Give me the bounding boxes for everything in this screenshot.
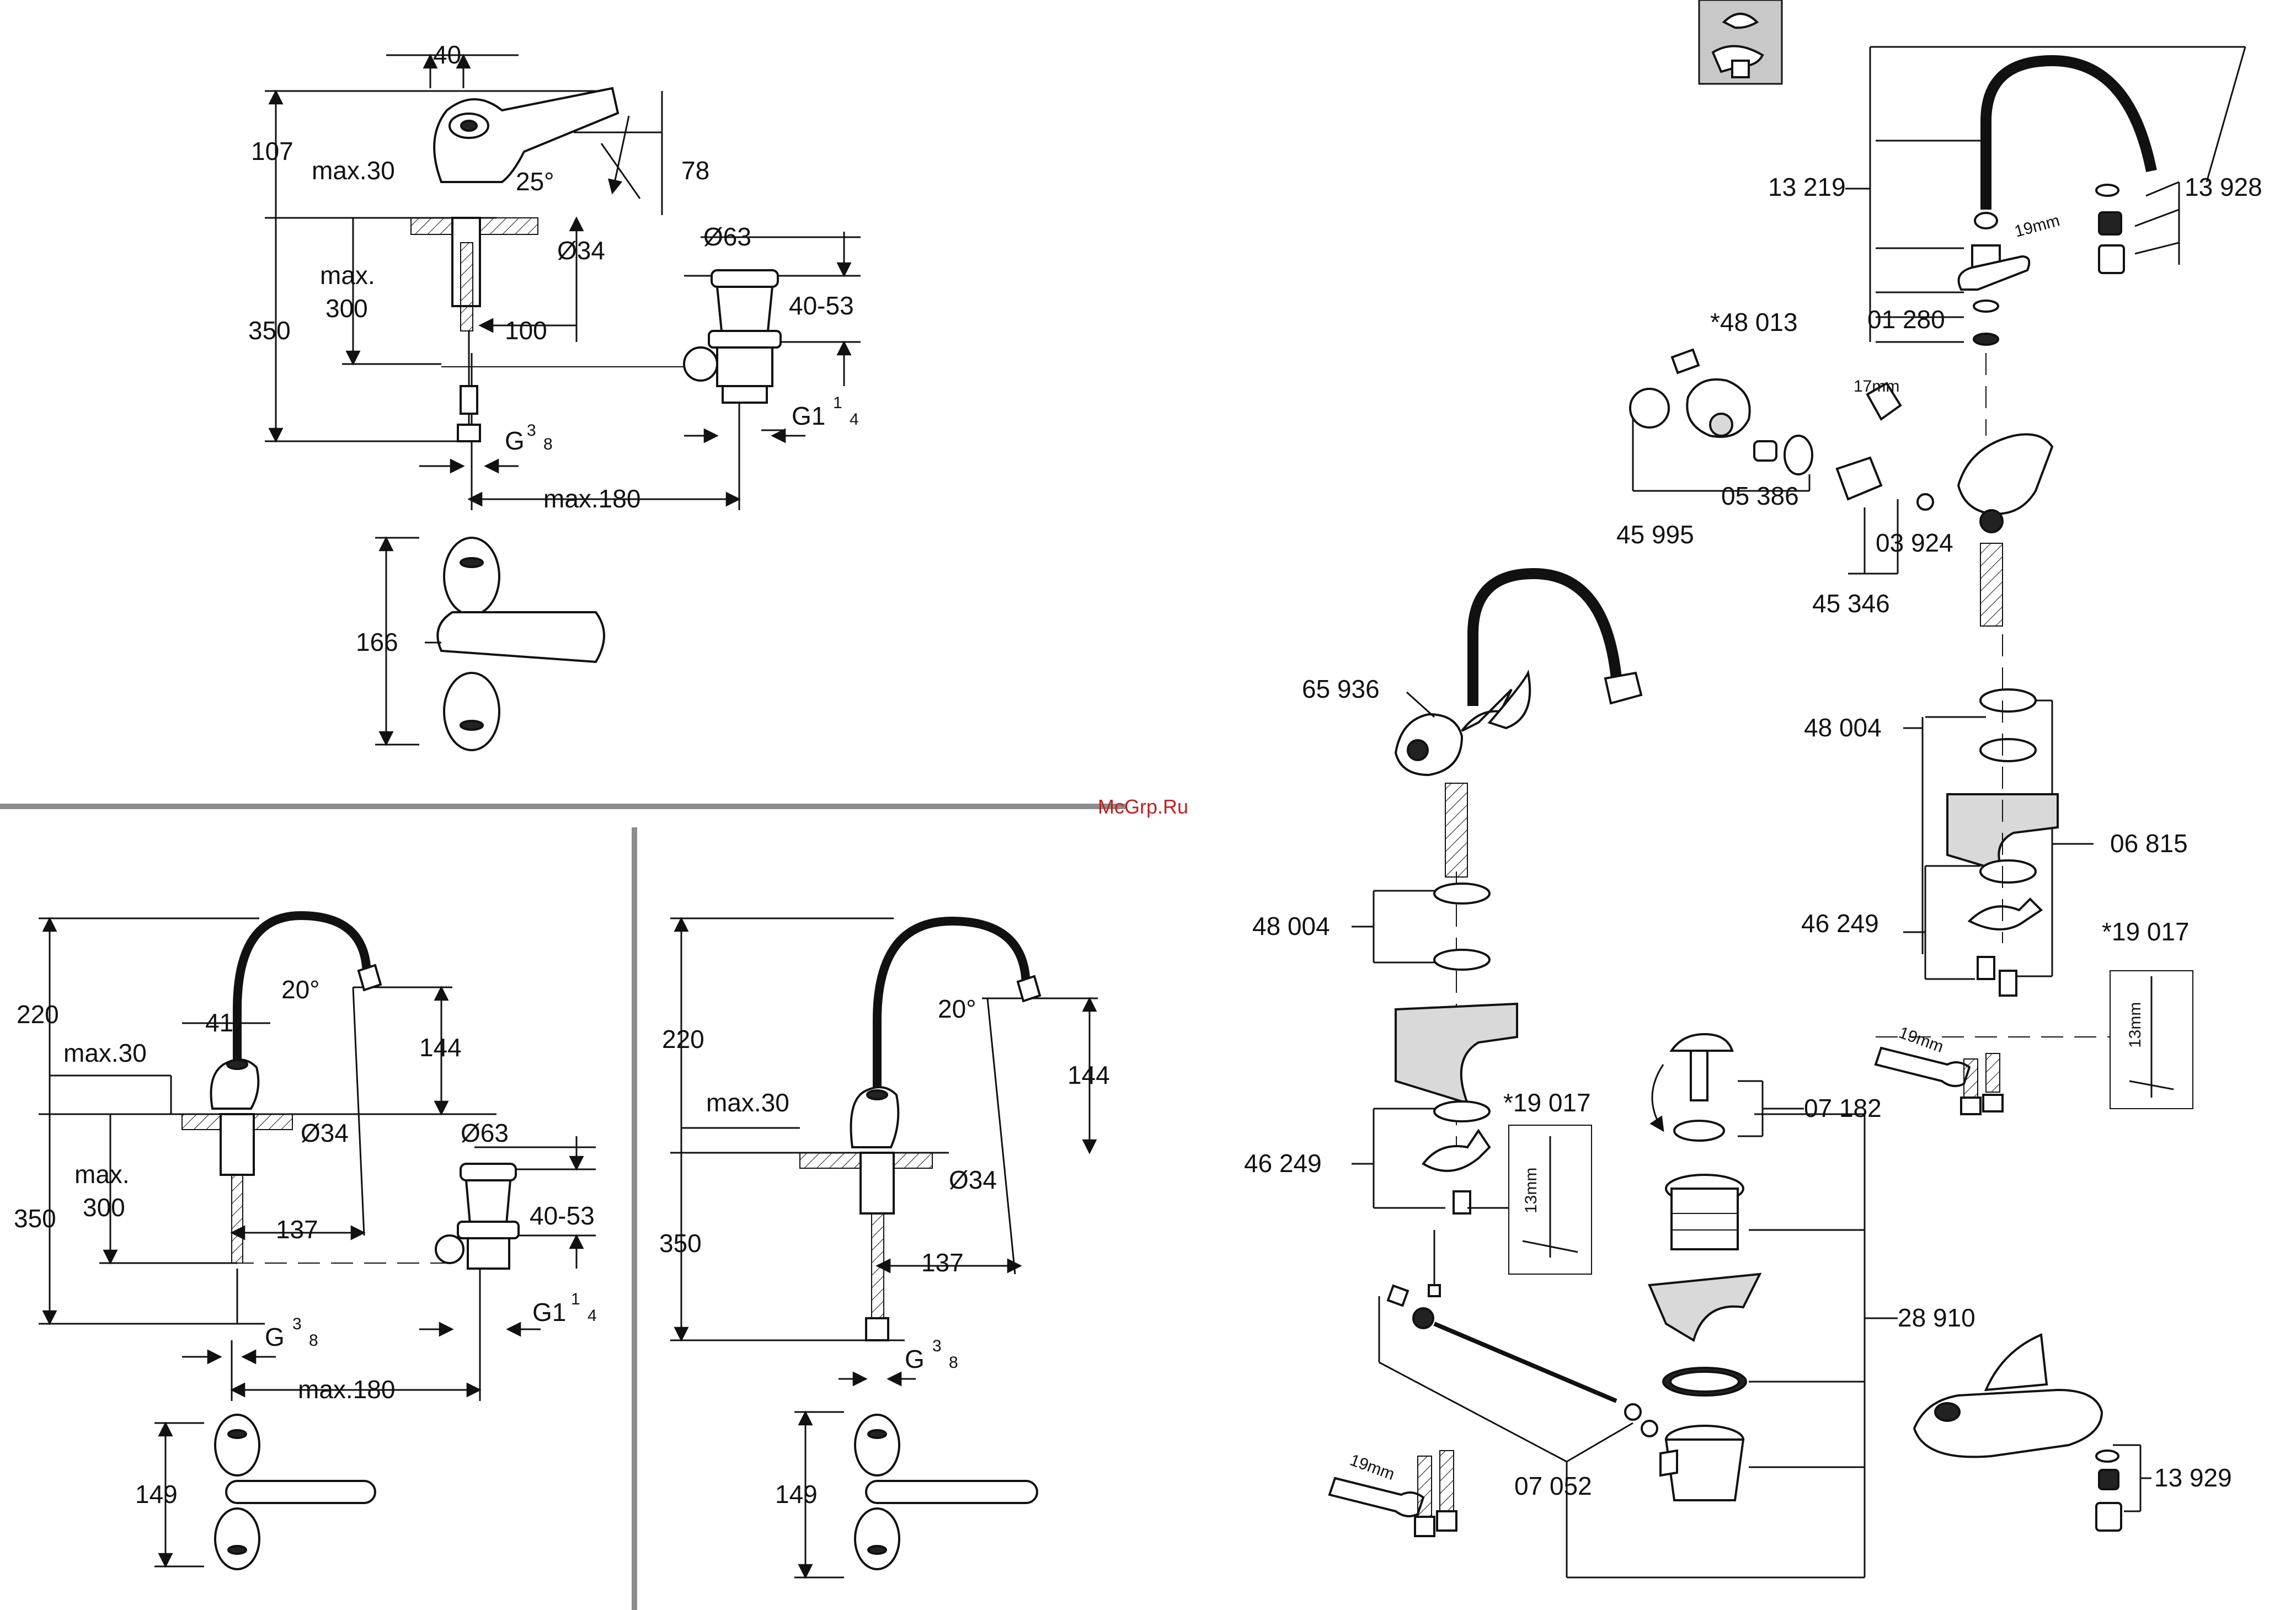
dim-max180: max.180 xyxy=(543,484,640,513)
dim-g38-sup: 3 xyxy=(292,1315,302,1333)
part-46249-right: 46 249 xyxy=(1801,909,1879,938)
dim-max30: max.30 xyxy=(312,156,395,185)
dim-144: 144 xyxy=(1067,1061,1110,1089)
part-19017-mid: *19 017 xyxy=(1503,1088,1591,1117)
dim-g38-sub: 8 xyxy=(949,1354,958,1372)
dim-max: max. xyxy=(320,261,375,290)
part-13219: 13 219 xyxy=(1768,173,1846,201)
dim-d34: Ø34 xyxy=(949,1165,997,1194)
dim-g114-sup: 1 xyxy=(571,1290,580,1308)
dim-max30: max.30 xyxy=(63,1039,147,1067)
dim-144: 144 xyxy=(419,1033,462,1062)
dim-g114-sup: 1 xyxy=(833,394,842,412)
dim-d34: Ø34 xyxy=(557,236,605,265)
part-19017-right: *19 017 xyxy=(2102,917,2190,946)
part-65936-mid: 65 936 xyxy=(1302,675,1380,703)
dim-350: 350 xyxy=(248,316,291,345)
dim-g38-sub: 8 xyxy=(543,435,553,453)
dim-max180: max.180 xyxy=(298,1375,395,1404)
dim-d63: Ø63 xyxy=(461,1119,509,1147)
dim-g38-sup: 3 xyxy=(932,1337,942,1355)
part-45995: 45 995 xyxy=(1616,520,1694,549)
part-48013: *48 013 xyxy=(1710,308,1798,336)
dim-40-53: 40-53 xyxy=(789,291,854,320)
dim-g38: G xyxy=(905,1345,925,1373)
part-03924: 03 924 xyxy=(1876,528,1953,557)
part-48004-mid: 48 004 xyxy=(1252,912,1330,940)
dim-g38-sup: 3 xyxy=(527,421,536,440)
dim-220: 220 xyxy=(17,1000,59,1029)
part-06815: 06 815 xyxy=(2110,829,2188,858)
dim-40: 40 xyxy=(433,40,461,69)
dim-20deg: 20° xyxy=(938,994,976,1023)
dim-300: 300 xyxy=(325,294,368,323)
faucet-type-icon xyxy=(1698,0,1783,85)
tool-19mm-top: 19mm xyxy=(2012,211,2062,240)
part-01280: 01 280 xyxy=(1867,305,1945,334)
dim-g114-sub: 4 xyxy=(588,1307,597,1325)
part-28910: 28 910 xyxy=(1898,1303,1975,1332)
section-top-left: 40 107 max.30 25° 78 Ø34 Ø63 max. 300 35… xyxy=(248,40,861,751)
dim-78: 78 xyxy=(681,156,709,185)
dim-max: max. xyxy=(74,1160,130,1189)
dim-40-53: 40-53 xyxy=(530,1201,595,1230)
dim-25deg: 25° xyxy=(516,167,554,196)
dim-137: 137 xyxy=(276,1215,318,1244)
dim-350: 350 xyxy=(659,1229,702,1258)
dim-107: 107 xyxy=(251,137,293,165)
exploded-view: 19mm 13 219 13 928 01 280 *48 013 17mm 0… xyxy=(1244,46,2262,1579)
dim-350: 350 xyxy=(14,1204,56,1233)
part-46249-mid: 46 249 xyxy=(1244,1149,1322,1178)
dim-41: 41 xyxy=(205,1008,233,1037)
dim-g114-sub: 4 xyxy=(850,410,859,429)
tool-19mm-right: 19mm xyxy=(1897,1024,1946,1057)
dim-300: 300 xyxy=(83,1193,125,1222)
dim-149: 149 xyxy=(135,1480,178,1509)
dim-d34: Ø34 xyxy=(301,1119,349,1147)
section-bottom-middle: 220 20° 144 max.30 Ø34 350 137 G 3 8 149 xyxy=(659,916,1110,1579)
part-07052: 07 052 xyxy=(1514,1472,1592,1500)
section-bottom-left: 220 41 20° 144 max.30 Ø34 Ø63 max. 300 3… xyxy=(14,911,597,1570)
part-07182: 07 182 xyxy=(1804,1094,1882,1122)
dim-20deg: 20° xyxy=(281,975,320,1004)
dim-220: 220 xyxy=(662,1025,704,1053)
dim-g38: G xyxy=(505,426,525,455)
dim-100: 100 xyxy=(505,316,547,345)
dim-g114: G1 xyxy=(532,1298,566,1326)
part-45346: 45 346 xyxy=(1812,589,1890,618)
dim-g38: G xyxy=(265,1323,285,1351)
watermark-text: McGrp.Ru xyxy=(1098,795,1188,818)
tool-13mm-right: 13mm xyxy=(2126,1002,2144,1048)
part-13928: 13 928 xyxy=(2185,173,2262,201)
dim-g38-sub: 8 xyxy=(309,1331,318,1350)
part-05386: 05 386 xyxy=(1721,482,1799,510)
dim-166: 166 xyxy=(356,628,398,656)
dim-g114: G1 xyxy=(792,402,825,430)
tool-17mm: 17mm xyxy=(1854,377,1899,395)
tool-13mm-mid: 13mm xyxy=(1522,1168,1540,1213)
dim-137: 137 xyxy=(921,1248,964,1277)
part-48004-right: 48 004 xyxy=(1804,713,1882,742)
dim-d63: Ø63 xyxy=(703,222,751,251)
dim-max30: max.30 xyxy=(706,1088,789,1117)
dim-149: 149 xyxy=(775,1480,818,1509)
tool-19mm-bottom: 19mm xyxy=(1348,1451,1397,1484)
part-13929: 13 929 xyxy=(2154,1463,2232,1492)
